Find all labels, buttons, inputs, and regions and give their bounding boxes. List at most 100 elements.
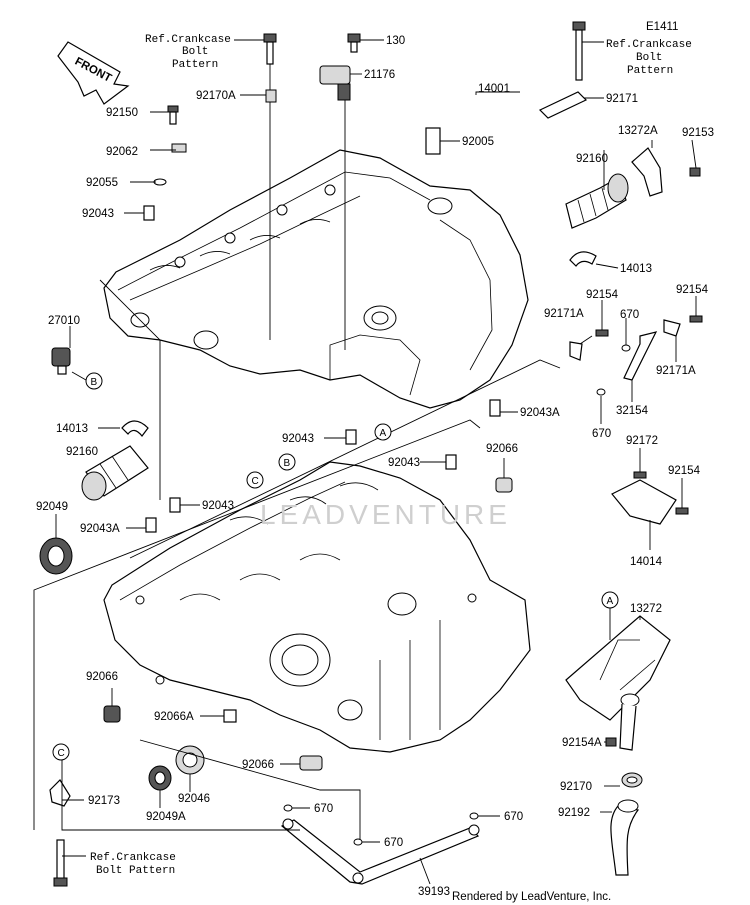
callout-a-upper: A <box>374 423 392 441</box>
label-92049a: 92049A <box>146 811 186 823</box>
svg-text:A: A <box>607 596 614 607</box>
screw-92172 <box>633 471 647 479</box>
label-92043-mid: 92043 <box>282 433 314 445</box>
callout-c-lower: C <box>52 743 70 761</box>
label-92160-top: 92160 <box>576 153 608 165</box>
watermark: LEADVENTURE <box>260 499 511 530</box>
screw-92154a <box>605 737 617 747</box>
label-32154: 32154 <box>616 405 649 417</box>
label-92043a-mid: 92043A <box>520 407 560 419</box>
label-92066-low: 92066 <box>86 671 118 683</box>
callout-c-mid: C <box>246 471 264 489</box>
bracket-92171a-a <box>569 341 583 361</box>
plug-92066-low <box>103 705 121 723</box>
ring-14013-top <box>569 251 597 267</box>
label-92173: 92173 <box>88 795 120 807</box>
dowel-92043-low <box>169 497 181 513</box>
label-92150: 92150 <box>106 107 138 119</box>
clip-92173 <box>49 779 71 807</box>
plug-92066-mid <box>495 477 513 493</box>
label-670-c: 670 <box>314 803 333 815</box>
label-14013-mid: 14013 <box>56 423 88 435</box>
svg-text:Pattern: Pattern <box>172 59 218 71</box>
plug-92066-bot <box>299 755 323 771</box>
upper-crankcase <box>103 149 529 409</box>
oring-670-b <box>596 388 606 396</box>
ref-upper-right: Ref.Crankcase Bolt Pattern <box>606 39 692 77</box>
label-92043a-low: 92043A <box>80 523 120 535</box>
callout-b-mid: B <box>278 453 296 471</box>
label-92154-a: 92154 <box>586 289 619 301</box>
svg-text:Ref.Crankcase: Ref.Crankcase <box>145 34 231 46</box>
label-670-a: 670 <box>620 309 639 321</box>
svg-text:C: C <box>58 748 65 759</box>
bolt-92150 <box>167 105 179 125</box>
label-670-b: 670 <box>592 428 611 440</box>
label-92043-mid2: 92043 <box>388 457 420 469</box>
diagram-code: E1411 <box>646 21 678 33</box>
plate-92171 <box>538 91 588 119</box>
oring-670-c <box>283 804 293 812</box>
label-21176: 21176 <box>364 69 395 81</box>
label-92005: 92005 <box>462 136 494 148</box>
dowel-92043-mid <box>345 429 357 445</box>
label-14001: 14001 <box>478 83 510 95</box>
oring-670-d <box>353 838 363 846</box>
label-92046: 92046 <box>178 793 210 805</box>
label-92055: 92055 <box>86 177 118 189</box>
fitting-92005 <box>425 127 441 155</box>
label-92066-mid: 92066 <box>486 443 518 455</box>
ref-lower: Ref.Crankcase Bolt Pattern <box>90 852 176 877</box>
plate-14014 <box>611 479 677 525</box>
callout-a-lower: A <box>601 591 619 609</box>
label-92160-mid: 92160 <box>66 446 98 458</box>
sensor-21176 <box>319 65 351 101</box>
label-92066a: 92066A <box>154 711 194 723</box>
callout-b-left: B <box>85 372 103 390</box>
label-92154a: 92154A <box>562 737 602 749</box>
label-92062: 92062 <box>106 146 138 158</box>
screw-92153 <box>689 167 701 177</box>
oil-screen <box>565 615 671 751</box>
oil-pipe <box>610 799 640 876</box>
lower-crankcase <box>103 461 531 753</box>
label-92192: 92192 <box>558 807 590 819</box>
gear-92160-top <box>565 173 629 229</box>
dowel-92043-mid2 <box>445 454 457 470</box>
switch-27010 <box>51 347 71 375</box>
dowel-92043a-mid <box>489 399 501 417</box>
gear-92160-mid <box>81 445 149 501</box>
clip-92170a <box>265 89 277 103</box>
bracket-13272a <box>631 147 663 197</box>
ref-upper-left: Ref.Crankcase Bolt Pattern <box>145 34 231 71</box>
clamp-92170 <box>621 772 643 788</box>
label-92154-c: 92154 <box>668 465 701 477</box>
seal-92049a <box>148 765 172 791</box>
front-arrow-icon: FRONT <box>57 41 130 105</box>
label-39193: 39193 <box>418 886 450 898</box>
svg-text:Ref.Crankcase: Ref.Crankcase <box>90 852 176 864</box>
leader-lines <box>33 39 697 885</box>
label-670-e: 670 <box>504 811 523 823</box>
dowel-92043a-low <box>145 517 157 533</box>
svg-text:C: C <box>252 476 259 487</box>
screw-92154-b <box>689 315 703 323</box>
label-92171: 92171 <box>606 93 638 105</box>
bolt-130 <box>347 33 361 53</box>
label-92170a: 92170A <box>196 90 236 102</box>
svg-text:B: B <box>91 377 98 388</box>
dowel-92066a <box>223 709 237 723</box>
label-14013-top: 14013 <box>620 263 652 275</box>
bearing-92046 <box>175 745 205 775</box>
dowel-92043-top <box>143 205 155 221</box>
svg-text:Bolt: Bolt <box>182 46 208 58</box>
label-92154-b: 92154 <box>676 284 709 296</box>
pipe-32154 <box>623 331 658 381</box>
oring-670-a <box>621 344 631 352</box>
part-labels: 130 21176 14001 92170A 92171 13272A 9215… <box>36 35 714 898</box>
label-92066-bot: 92066 <box>242 759 274 771</box>
svg-text:Ref.Crankcase: Ref.Crankcase <box>606 39 692 51</box>
label-92153: 92153 <box>682 127 714 139</box>
label-13272: 13272 <box>630 603 662 615</box>
